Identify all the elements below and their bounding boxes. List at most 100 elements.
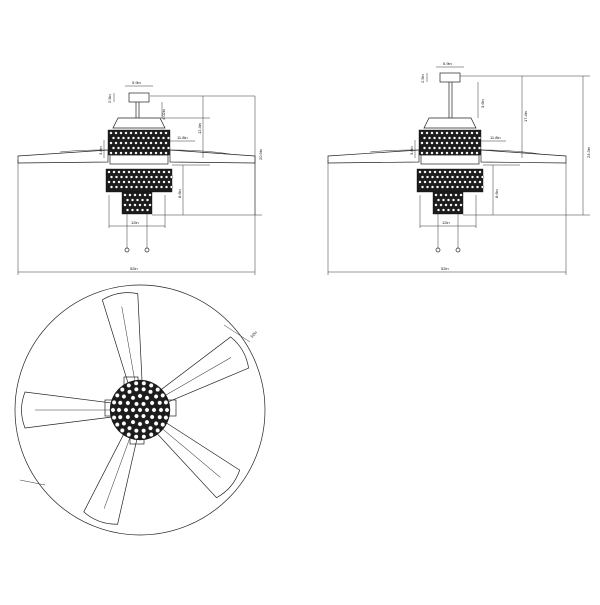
bead	[456, 208, 461, 212]
bead	[134, 131, 138, 135]
bead	[449, 203, 453, 207]
bead	[121, 146, 126, 150]
bead	[440, 151, 444, 155]
bead	[480, 185, 485, 189]
bead	[149, 141, 153, 145]
bead	[119, 175, 124, 179]
bead	[454, 203, 458, 207]
bead	[140, 208, 145, 212]
bead	[425, 151, 429, 155]
bead	[127, 170, 131, 174]
bead	[141, 401, 146, 407]
bead	[144, 141, 148, 145]
bead	[148, 389, 153, 395]
bead	[467, 146, 472, 150]
bead	[456, 198, 461, 202]
bead	[475, 141, 479, 145]
bead	[420, 151, 424, 155]
bead	[111, 415, 117, 420]
bead	[435, 185, 440, 189]
bead	[445, 131, 449, 135]
bead	[125, 400, 131, 406]
bead	[452, 146, 457, 150]
bead	[447, 146, 452, 150]
bead	[445, 141, 449, 145]
bead	[119, 387, 125, 392]
bead	[159, 175, 164, 179]
bead	[430, 185, 435, 189]
bead	[158, 407, 164, 413]
bead	[111, 146, 116, 150]
bead	[114, 131, 118, 135]
bead	[124, 131, 128, 135]
bead	[132, 180, 136, 184]
bead	[135, 198, 140, 202]
bead	[114, 393, 120, 398]
bead	[130, 198, 135, 202]
bead	[129, 185, 134, 189]
bead	[463, 170, 467, 174]
bead	[127, 180, 131, 184]
bead	[139, 131, 143, 135]
bead	[137, 180, 141, 184]
bead	[465, 131, 469, 135]
bead	[425, 175, 430, 179]
bead	[132, 170, 136, 174]
bead	[446, 208, 451, 212]
bead	[435, 141, 439, 145]
bead	[457, 136, 462, 140]
bead	[434, 203, 438, 207]
dim-downrod: 3.6in	[480, 99, 485, 108]
bead	[455, 141, 459, 145]
bead	[457, 146, 462, 150]
bead	[450, 185, 455, 189]
bead	[148, 425, 153, 431]
bead	[149, 131, 153, 135]
bead	[418, 180, 422, 184]
bead	[159, 185, 164, 189]
hub-beads	[110, 380, 170, 440]
bead	[445, 175, 450, 179]
bead	[141, 136, 146, 140]
bead	[164, 175, 169, 179]
bead	[141, 380, 147, 386]
bead	[119, 141, 123, 145]
bead	[420, 185, 425, 189]
bead	[137, 393, 143, 399]
left-blade	[327, 149, 420, 164]
bead	[151, 136, 156, 140]
bead	[166, 146, 171, 150]
bead	[122, 180, 126, 184]
bead	[129, 175, 134, 179]
bead	[465, 175, 470, 179]
bead	[155, 387, 161, 392]
bead	[425, 131, 429, 135]
bead	[123, 193, 127, 197]
bead	[121, 394, 127, 399]
bead	[432, 136, 437, 140]
bead	[126, 432, 132, 437]
bead	[438, 180, 442, 184]
bead	[463, 180, 467, 184]
dim-total-height: 23.3in	[586, 147, 591, 158]
bead	[451, 208, 456, 212]
bead	[462, 146, 467, 150]
bead	[437, 146, 442, 150]
bead	[470, 185, 475, 189]
bead	[154, 141, 158, 145]
bead	[146, 136, 151, 140]
bead	[432, 146, 437, 150]
bead	[459, 193, 463, 197]
dim-blade-angle: 52in	[249, 330, 258, 339]
bead	[442, 146, 447, 150]
bead	[145, 198, 150, 202]
bead	[159, 151, 163, 155]
bead	[169, 175, 174, 179]
bead	[451, 198, 456, 202]
dim-canopy-height: 2.5in	[107, 94, 112, 103]
bead	[473, 170, 477, 174]
bead	[137, 407, 143, 413]
bead	[460, 185, 465, 189]
bead	[107, 170, 111, 174]
